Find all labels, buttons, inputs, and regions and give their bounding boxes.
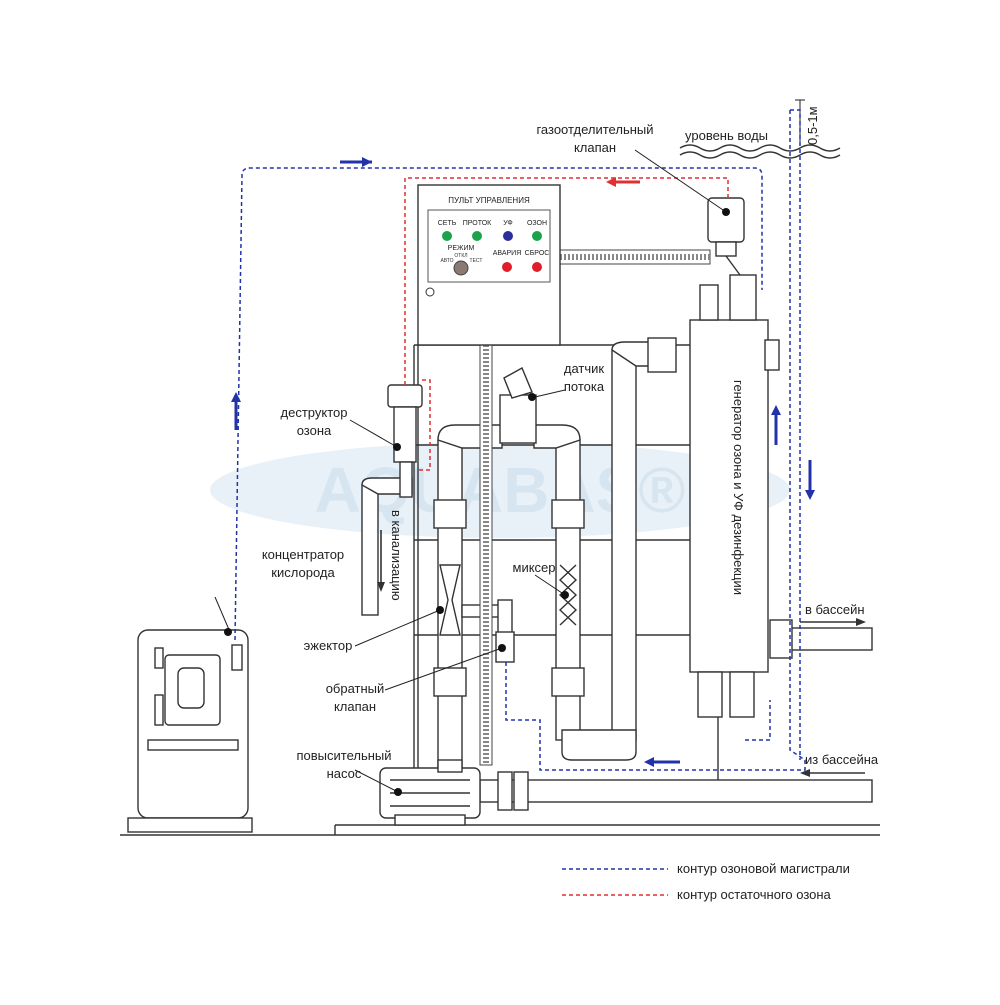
reset-label: СБРОС [525, 250, 550, 257]
gas-separator-valve [707, 197, 745, 276]
label-mixer: миксер [513, 560, 556, 575]
mode-knob[interactable] [453, 260, 469, 276]
ozone-uv-generator [689, 274, 780, 780]
indicator-uv-light [503, 231, 513, 241]
label-ozone-destructor-1: деструктор [281, 405, 348, 420]
legend-label-ozone: контур озоновой магистрали [677, 861, 850, 876]
label-booster-pump-1: повысительный [296, 748, 391, 763]
label-ozone-destructor-2: озона [297, 423, 332, 438]
ejector-body [439, 564, 461, 636]
ozone-main-circuit [231, 109, 815, 771]
label-check-valve-1: обратный [326, 681, 385, 696]
residual-ozone-circuit [404, 177, 729, 471]
indicator-label-2: УФ [503, 220, 513, 227]
label-check-valve-2: клапан [334, 699, 376, 714]
water-level-line [679, 144, 841, 152]
label-water-level: уровень воды [685, 128, 768, 143]
reset-button[interactable] [532, 262, 542, 272]
label-generator: генератор озона и УФ дезинфекции [731, 380, 746, 595]
label-flow-sensor-2: потока [564, 379, 605, 394]
pipework [433, 337, 677, 781]
label-from-pool: из бассейна [805, 752, 879, 767]
label-to-drain: в канализацию [389, 510, 404, 601]
alarm-label: АВАРИЯ [493, 250, 522, 257]
indicator-label-0: СЕТЬ [438, 220, 457, 227]
booster-pump [379, 759, 481, 826]
indicator-label-1: ПРОТОК [463, 220, 492, 227]
mode-off: ОТКЛ [454, 253, 467, 259]
alarm-light [502, 262, 512, 272]
legend: контур озоновой магистрали контур остато… [562, 861, 850, 902]
oxygen-concentrator [127, 629, 253, 833]
label-to-pool: в бассейн [805, 602, 865, 617]
label-depth: 0,5-1м [805, 106, 820, 145]
mode-auto: АВТО [440, 258, 453, 264]
flow-sensor [503, 367, 533, 399]
indicator-flow-light [472, 231, 482, 241]
label-flow-sensor-1: датчик [564, 361, 605, 376]
label-gas-valve-1: газоотделительный [536, 122, 653, 137]
indicator-ozone-light [532, 231, 542, 241]
legend-label-residual: контур остаточного озона [677, 887, 832, 902]
label-oxygen-concentrator-2: кислорода [271, 565, 335, 580]
mode-label: РЕЖИМ [448, 245, 475, 252]
ozone-destructor [387, 384, 423, 498]
label-oxygen-concentrator-1: концентратор [262, 547, 344, 562]
indicator-label-3: ОЗОН [527, 220, 547, 227]
corrugated-hose [479, 249, 711, 766]
panel-title: ПУЛЬТ УПРАВЛЕНИЯ [448, 196, 530, 205]
label-booster-pump-2: насос [327, 766, 362, 781]
control-panel: ПУЛЬТ УПРАВЛЕНИЯ СЕТЬ ПРОТОК УФ ОЗОН РЕЖ… [417, 184, 561, 346]
indicator-power-light [442, 231, 452, 241]
label-gas-valve-2: клапан [574, 140, 616, 155]
mode-test: ТЕСТ [470, 258, 483, 264]
label-ejector: эжектор [304, 638, 353, 653]
leader-lines [214, 149, 730, 796]
mixer-body [558, 564, 578, 626]
inlet-pipe [479, 779, 873, 803]
